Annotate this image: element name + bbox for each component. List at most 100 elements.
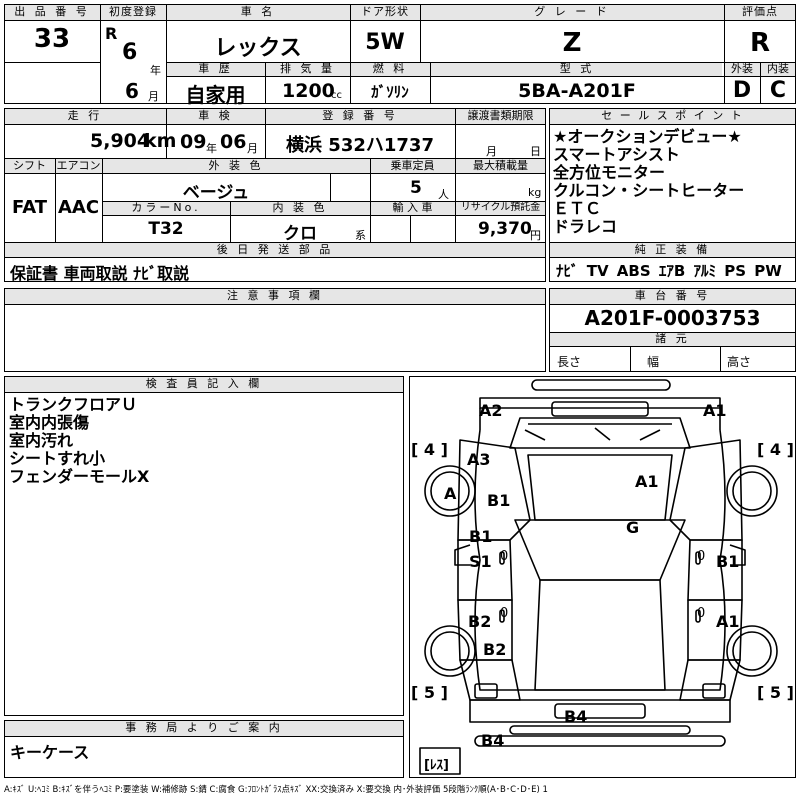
shift-label: シフト (13, 159, 46, 172)
selling-point: ドラレコ (553, 217, 618, 236)
equipment: ﾅﾋﾞ TV ABS ｴｱB ｱﾙﾐ PS PW (556, 262, 782, 280)
capacity-label: 乗車定員 (390, 159, 435, 172)
capacity-unit: 人 (438, 188, 449, 201)
color-no-label: カラーNo. (131, 201, 201, 214)
recycle-unit: 円 (530, 229, 541, 242)
exterior-label: 外装 (731, 62, 753, 75)
office-label: 事 務 局 よ り ご 案 内 (125, 721, 283, 734)
width-label: 幅 (647, 355, 660, 369)
car-name-label: 車 名 (240, 5, 276, 18)
damage-mark: B1 (716, 552, 740, 571)
int-color: クロ (283, 224, 317, 244)
damage-mark: S1 (469, 552, 492, 571)
selling-point: ★オークションデビュー★ (553, 127, 742, 146)
chassis-label: 車 台 番 号 (634, 289, 711, 302)
history-label: 車 歴 (198, 62, 233, 75)
max-load-label: 最大積載量 (473, 159, 528, 172)
damage-mark: A2 (479, 401, 503, 420)
model: 5BA-A201F (518, 80, 636, 102)
door-label: ドア形状 (361, 5, 409, 18)
import-label: 輸 入 車 (392, 201, 433, 214)
tire-rear-right: [ 5 ] (757, 683, 794, 702)
first-reg-month: 6 (125, 79, 139, 103)
ext-color-label: 外 装 色 (208, 159, 264, 172)
car-name: レックス (214, 36, 302, 61)
damage-mark: 0 (500, 606, 509, 621)
inspector-note: 室内汚れ (9, 431, 74, 450)
dims-label: 諸 元 (655, 332, 690, 345)
damage-mark: 0 (697, 606, 706, 621)
damage-mark: B4 (481, 731, 505, 750)
score-label: 評価点 (742, 5, 778, 18)
selling-points-list: ★オークションデビュー★ スマートアシスト 全方位モニター クルコン・シートヒー… (553, 128, 744, 236)
damage-mark: B1 (487, 491, 511, 510)
office-panel (4, 720, 404, 778)
damage-mark: A3 (467, 450, 491, 469)
damage-mark: B2 (468, 612, 492, 631)
door: 5W (365, 30, 405, 55)
displacement-label: 排 気 量 (280, 62, 335, 75)
first-reg-year: 6 (122, 40, 138, 65)
chassis-panel (549, 288, 796, 372)
inspector-note: 室内内張傷 (9, 413, 90, 432)
damage-mark: A (444, 484, 457, 503)
inspector-note: シートすれ小 (9, 449, 106, 468)
max-load-unit: kg (528, 186, 542, 199)
inspection-month-unit: 月 (247, 142, 258, 155)
shift: FAT (11, 197, 48, 218)
notes-panel (4, 288, 546, 372)
first-reg-label: 初度登録 (109, 5, 157, 18)
tire-front-left: [ 4 ] (411, 440, 448, 459)
transfer-day: 日 (530, 145, 541, 158)
later-parts: 保証書 車両取説 ﾅﾋﾞ取説 (10, 264, 190, 283)
length-label: 長さ (557, 355, 582, 369)
fuel-label: 燃 料 (372, 62, 408, 75)
int-color-label: 内 装 色 (272, 201, 328, 214)
selling-point: スマートアシスト (553, 145, 680, 164)
chassis-no: A201F-0003753 (584, 306, 761, 330)
score: R (749, 28, 771, 58)
damage-mark: A1 (716, 612, 740, 631)
vehicle-info-panel (4, 108, 546, 282)
header-panel (4, 4, 796, 104)
lot-no: 33 (33, 24, 71, 54)
inspection-month: 06 (220, 131, 247, 153)
exterior-score: D (732, 78, 752, 103)
transfer-month: 月 (486, 145, 497, 158)
int-color-unit: 系 (355, 229, 366, 242)
fuel: ｶﾞｿﾘﾝ (371, 83, 409, 101)
damage-mark: 0 (697, 549, 706, 564)
notes-label: 注 意 事 項 欄 (227, 289, 323, 302)
inspector-note: フェンダーモールX (9, 467, 150, 486)
inspection-year-unit: 年 (206, 142, 217, 155)
capacity: 5 (410, 178, 422, 198)
legend: A:ｷｽﾞ U:ﾍｺﾐ B:ｷｽﾞを伴うﾍｺﾐ P:要塗装 W:補修跡 S:錆 … (4, 785, 548, 795)
height-label: 高さ (727, 355, 752, 369)
lot-no-label: 出 品 番 号 (14, 5, 90, 18)
inspector-notes: トランクフロアＵ 室内内張傷 室内汚れ シートすれ小 フェンダーモールX (9, 396, 149, 486)
recycle-label: リサイクル預託金 (460, 202, 541, 213)
model-label: 型 式 (559, 62, 595, 75)
mileage: 5,904 (90, 130, 151, 152)
equipment-label: 純 正 装 備 (634, 243, 711, 256)
ext-color: ベージュ (182, 183, 250, 203)
damage-mark: B1 (469, 527, 493, 546)
mileage-unit: km (144, 130, 177, 152)
damage-mark: B4 (564, 707, 588, 726)
mileage-label: 走 行 (67, 109, 103, 122)
inspection-label: 車 検 (198, 109, 233, 122)
aircon: AAC (57, 197, 100, 218)
tire-front-right: [ 4 ] (757, 440, 794, 459)
color-no: T32 (148, 219, 184, 239)
selling-point: クルコン・シートヒーター (553, 181, 745, 200)
reg-no-label: 登 録 番 号 (322, 109, 398, 122)
damage-mark: A1 (635, 472, 659, 491)
selling-points-label: セ ー ル ス ポ イ ン ト (601, 109, 744, 122)
selling-points-panel (549, 108, 796, 282)
displacement-unit: cc (331, 90, 342, 101)
displacement: 1200 (282, 80, 335, 102)
grade-label: グ レ ー ド (534, 5, 610, 18)
inspection-year: 09 (180, 131, 207, 153)
spare-tire-label: [ﾚｽ] (424, 758, 449, 773)
selling-point: 全方位モニター (553, 163, 666, 182)
